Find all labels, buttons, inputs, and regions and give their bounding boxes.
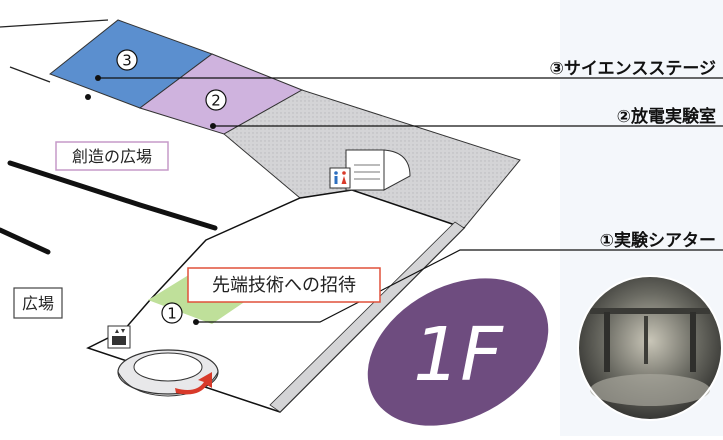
svg-text:2: 2 — [211, 92, 221, 110]
plaza-label[interactable]: 広場 — [13, 287, 63, 319]
svg-text:3: 3 — [122, 52, 132, 70]
svg-text:1: 1 — [167, 305, 177, 323]
marker-3[interactable]: 3 — [116, 49, 138, 71]
floor-edge — [269, 221, 465, 413]
svg-text:創造の広場: 創造の広場 — [72, 147, 152, 166]
round-stair — [117, 349, 219, 397]
floor-badge: 1F — [367, 278, 549, 426]
corridor-lines — [0, 19, 109, 83]
callout-discharge-lab[interactable]: ②放電実験室 — [617, 106, 716, 127]
leader-lines — [98, 77, 723, 323]
marker-2[interactable]: 2 — [205, 89, 227, 111]
callout-experiment-theater[interactable]: ①実験シアター — [600, 230, 716, 251]
hall-photo — [577, 275, 723, 421]
stair-block — [345, 149, 411, 191]
callout-science-stage[interactable]: ③サイエンスステージ — [549, 59, 716, 79]
elevator-icon[interactable] — [107, 325, 131, 349]
entrance-arrow — [175, 372, 212, 395]
restroom-icon[interactable] — [329, 167, 351, 189]
creation-plaza-label[interactable]: 創造の広場 — [55, 141, 169, 171]
walls — [0, 160, 218, 255]
marker-1[interactable]: 1 — [161, 302, 183, 324]
svg-text:広場: 広場 — [22, 294, 54, 313]
invitation-label[interactable]: 先端技術への招待 — [187, 267, 381, 303]
svg-text:先端技術への招待: 先端技術への招待 — [212, 275, 356, 296]
dot-corridor — [85, 94, 91, 100]
floor-label: 1F — [413, 312, 504, 398]
